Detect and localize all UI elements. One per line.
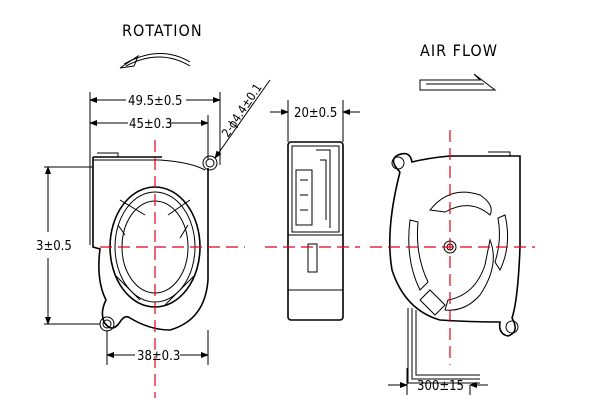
dim-lead-length: 300±15 — [417, 379, 464, 394]
dim-overall-width: 49.5±0.5 — [128, 94, 182, 109]
rotation-label: ROTATION — [122, 21, 203, 40]
front-dimensions — [44, 79, 271, 365]
dim-mount-holes: 2-ϕ4.4±0.1 — [219, 81, 265, 140]
front-view — [92, 140, 245, 398]
side-view — [265, 100, 360, 321]
dim-hole-spacing-bottom: 38±0.3 — [137, 349, 180, 364]
dim-height: 3±0.5 — [36, 239, 72, 254]
dim-thickness: 20±0.5 — [294, 106, 337, 121]
airflow-arrow-icon — [419, 73, 497, 91]
rotation-arrow-icon — [119, 53, 191, 69]
back-view — [370, 130, 535, 395]
dim-hole-spacing-top: 45±0.3 — [129, 117, 172, 132]
airflow-label: AIR FLOW — [420, 41, 498, 60]
